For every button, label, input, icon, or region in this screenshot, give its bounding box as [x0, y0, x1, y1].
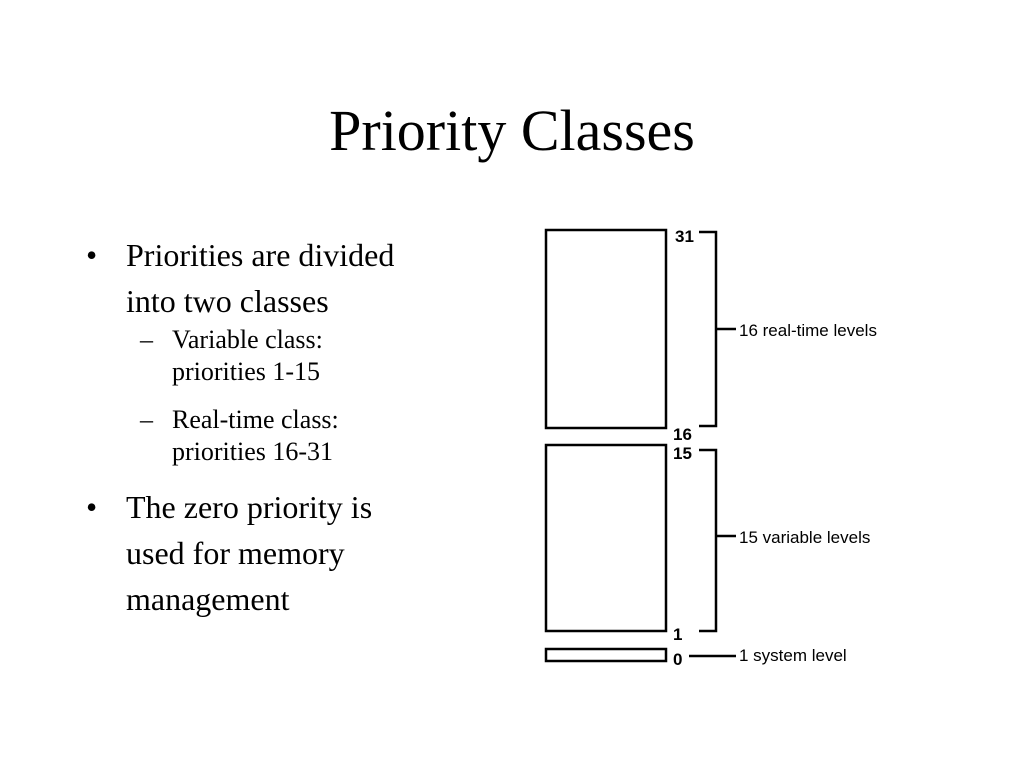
bullet-marker: •: [86, 237, 98, 273]
level-number-31: 31: [675, 227, 694, 246]
system-level-label: 1 system level: [739, 646, 847, 665]
sub-bullet-item: – Real-time class: priorities 16-31: [126, 404, 486, 468]
bullet-text-line: Priorities are divided: [126, 237, 395, 273]
level-number-0: 0: [673, 650, 682, 669]
bullet-content: • Priorities are divided into two classe…: [86, 232, 486, 632]
slide-title: Priority Classes: [329, 98, 695, 163]
bullet-text-line: The zero priority is: [126, 489, 373, 525]
sub-bullet-item: – Variable class: priorities 1-15: [126, 324, 486, 388]
sub-bullet-text-line: priorities 1-15: [172, 357, 321, 386]
level-number-1: 1: [673, 625, 682, 644]
bullet-marker: •: [86, 489, 98, 525]
sub-bullet-list: – Variable class: priorities 1-15 – Real…: [126, 324, 486, 468]
bullet-list: • Priorities are divided into two classe…: [86, 232, 486, 622]
level-number-15: 15: [673, 444, 692, 463]
bullet-text-line: management: [126, 581, 290, 617]
variable-priority-block: [544, 443, 668, 633]
realtime-priority-block: [544, 228, 668, 430]
sub-bullet-text-line: priorities 16-31: [172, 437, 334, 466]
system-priority-block: [544, 647, 668, 663]
sub-bullet-marker: –: [140, 405, 153, 434]
bullet-text-line: into two classes: [126, 283, 329, 319]
sub-bullet-text-line: Variable class:: [172, 325, 323, 354]
sub-bullet-marker: –: [140, 325, 153, 354]
level-number-16: 16: [673, 425, 692, 444]
realtime-levels-label: 16 real-time levels: [739, 321, 877, 340]
bullet-item: • The zero priority is used for memory m…: [86, 484, 486, 622]
realtime-bracket: [699, 230, 736, 428]
variable-levels-label: 15 variable levels: [739, 528, 870, 547]
bullet-item: • Priorities are divided into two classe…: [86, 232, 486, 468]
sub-bullet-text-line: Real-time class:: [172, 405, 339, 434]
bullet-text-line: used for memory: [126, 535, 345, 571]
variable-bracket: [699, 448, 736, 633]
